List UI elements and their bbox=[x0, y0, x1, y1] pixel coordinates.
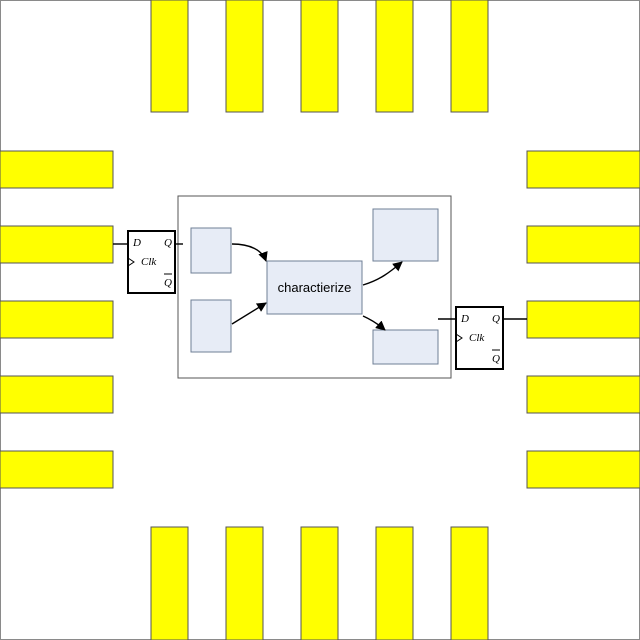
flipflop-right: D Q Clk Q bbox=[438, 306, 527, 370]
pin-top-1 bbox=[150, 0, 189, 113]
pin-left-5 bbox=[0, 450, 114, 489]
pin-bottom-1 bbox=[150, 526, 189, 640]
ff-right-q: Q bbox=[492, 313, 500, 325]
pin-right-2 bbox=[526, 225, 640, 264]
characterize-label: charactierize bbox=[278, 280, 352, 295]
arrow-out-2 bbox=[362, 315, 386, 331]
pin-left-1 bbox=[0, 150, 114, 189]
input-box-1 bbox=[190, 227, 232, 274]
pin-left-4 bbox=[0, 375, 114, 414]
output-box-2 bbox=[372, 329, 439, 365]
characterize-box bbox=[266, 260, 363, 315]
pin-right-4 bbox=[526, 375, 640, 414]
pin-top-2 bbox=[225, 0, 264, 113]
pin-top-4 bbox=[375, 0, 414, 113]
top-pins bbox=[150, 0, 489, 113]
ff-left-clk: Clk bbox=[141, 256, 157, 268]
pin-right-5 bbox=[526, 450, 640, 489]
pin-left-2 bbox=[0, 225, 114, 264]
input-box-2 bbox=[190, 299, 232, 353]
pin-right-1 bbox=[526, 150, 640, 189]
pin-bottom-2 bbox=[225, 526, 264, 640]
ff-right-clock-icon bbox=[455, 333, 463, 343]
pin-left-3 bbox=[0, 300, 114, 339]
ff-left-body bbox=[127, 230, 176, 294]
pin-bottom-5 bbox=[450, 526, 489, 640]
arrow-in-2 bbox=[231, 302, 267, 325]
pin-right-3 bbox=[526, 300, 640, 339]
ff-right-body bbox=[455, 306, 504, 370]
ff-left-clock-icon bbox=[127, 257, 135, 267]
arrow-out-1 bbox=[362, 261, 403, 286]
ff-right-d: D bbox=[460, 313, 469, 325]
output-box-1 bbox=[372, 208, 439, 262]
ff-right-qbar: Q bbox=[492, 353, 500, 365]
bottom-pins bbox=[150, 526, 489, 640]
pin-bottom-4 bbox=[375, 526, 414, 640]
pin-top-3 bbox=[300, 0, 339, 113]
left-pins bbox=[0, 150, 114, 489]
right-pins bbox=[526, 150, 640, 489]
ff-right-clk: Clk bbox=[469, 332, 485, 344]
ff-left-q: Q bbox=[164, 237, 172, 249]
ff-left-d: D bbox=[132, 237, 141, 249]
pin-bottom-3 bbox=[300, 526, 339, 640]
ff-left-qbar: Q bbox=[164, 277, 172, 289]
flipflop-left: D Q Clk Q bbox=[113, 230, 183, 294]
arrow-in-1 bbox=[231, 243, 268, 262]
pin-top-5 bbox=[450, 0, 489, 113]
